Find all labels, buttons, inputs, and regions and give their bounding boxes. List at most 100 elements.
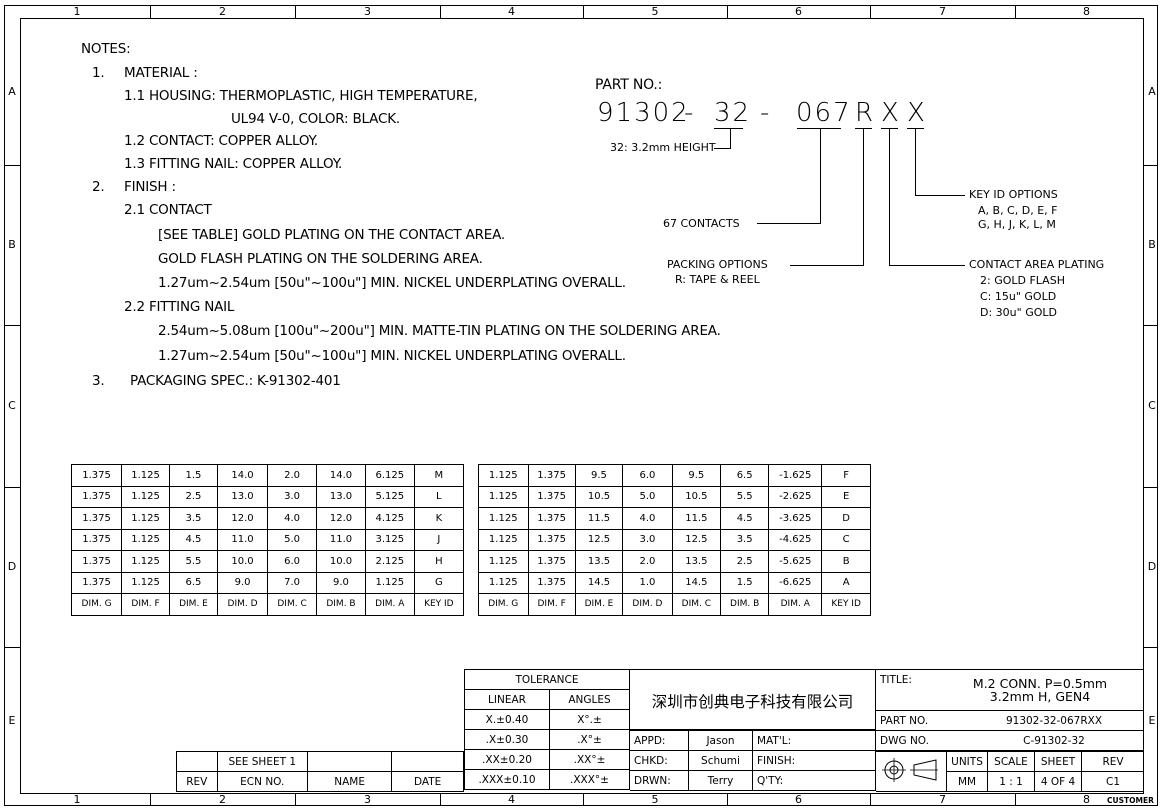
table-cell: 10.5: [574, 485, 624, 508]
table-cell: 12.5: [574, 528, 624, 551]
table-cell: 1.375: [527, 571, 576, 594]
table-cell: 3.5: [168, 507, 219, 530]
table-cell: 5.5: [168, 550, 219, 573]
table-cell: 10.5: [671, 485, 722, 508]
table-cell: 1.125: [478, 550, 529, 573]
third-angle-projection-icon: [882, 758, 938, 782]
chkd-label: CHKD:: [630, 750, 689, 771]
notes-heading: NOTES:: [81, 41, 131, 57]
table-cell: 12.5: [671, 528, 722, 551]
key-options-1: A, B, C, D, E, F: [978, 204, 1058, 217]
table-cell: 1.375: [70, 550, 123, 573]
table-cell: 1.375: [70, 507, 123, 530]
tolerance-label: TOLERANCE: [464, 669, 630, 690]
title-line-1: M.2 CONN. P=0.5mm: [972, 676, 1108, 691]
note-2-1: 2.1 CONTACT: [124, 202, 212, 218]
zone-tick: [1015, 5, 1016, 18]
note-1-3: 1.3 FITTING NAIL: COPPER ALLOY.: [124, 156, 343, 172]
zone-column-4-top: 4: [508, 5, 515, 18]
name-col: NAME: [306, 771, 393, 792]
zone-tick: [1144, 647, 1158, 648]
zone-column-1-bottom: 1: [73, 793, 81, 806]
matl-label: MAT'L:: [752, 730, 876, 751]
note-2-2: 2.2 FITTING NAIL: [124, 299, 235, 315]
zone-column-4-bottom: 4: [508, 793, 515, 806]
underline-contacts: [797, 128, 841, 130]
zone-tick: [1144, 325, 1158, 326]
table-cell: 9.0: [216, 571, 269, 594]
note-1-1: 1.1 HOUSING: THERMOPLASTIC, HIGH TEMPERA…: [124, 88, 478, 104]
underline-plating: [881, 128, 898, 130]
table-cell: 2.125: [364, 550, 415, 573]
table-cell: J: [413, 528, 465, 551]
table-cell: 13.5: [671, 550, 722, 573]
contacts-desc: 67 CONTACTS: [663, 217, 740, 230]
zone-tick: [295, 5, 296, 18]
zone-tick: [295, 794, 296, 806]
zone-column-8-top: 8: [1083, 5, 1090, 18]
zone-column-5-bottom: 5: [651, 793, 659, 806]
table-cell: -5.625: [768, 550, 823, 573]
leader-plating: [889, 129, 890, 265]
zone-row-B-right: B: [1148, 238, 1156, 251]
table-header-cell: DIM. A: [768, 593, 823, 616]
zone-column-7-top: 7: [939, 5, 946, 18]
zone-tick: [440, 794, 441, 806]
table-cell: 11.0: [316, 528, 366, 551]
table-cell: 9.5: [574, 464, 624, 487]
note-3: PACKAGING SPEC.: K-91302-401: [130, 373, 341, 389]
units-value: MM: [946, 771, 988, 792]
table-cell: H: [413, 550, 465, 573]
leader-contacts-h: [757, 223, 821, 224]
underline-packing: [855, 128, 872, 130]
table-cell: 5.125: [364, 485, 415, 508]
finish-label: FINISH:: [752, 750, 876, 771]
zone-tick: [583, 794, 584, 806]
outer-frame: [4, 5, 1158, 806]
table-cell: 1.375: [527, 550, 576, 573]
table-cell: 1.375: [527, 528, 576, 551]
table-cell: 14.0: [216, 464, 269, 487]
underline-height: [714, 128, 743, 130]
table-header-cell: DIM. B: [720, 593, 770, 616]
title-line-2: 3.2mm H, GEN4: [989, 689, 1091, 704]
zone-row-E-left: E: [8, 713, 16, 727]
company-box: 深圳市创典电子科技有限公司: [630, 669, 876, 730]
table-header-cell: DIM. D: [216, 593, 269, 616]
pn-key: X: [907, 98, 927, 128]
table-cell: 1.125: [364, 571, 415, 594]
leader-key-h: [915, 195, 965, 196]
zone-column-6-top: 6: [795, 5, 802, 18]
zone-column-1-top: 1: [73, 5, 81, 18]
table-cell: 1.125: [121, 485, 170, 508]
plating-option-1: 2: GOLD FLASH: [980, 274, 1065, 287]
tol-angle-0: X°.±: [549, 709, 630, 730]
table-cell: 9.0: [316, 571, 366, 594]
table-cell: 6.5: [168, 571, 219, 594]
pn-dash-1: -: [684, 98, 696, 128]
zone-row-D-left: D: [7, 560, 17, 573]
approval-block: APPD: Jason MAT'L: CHKD: Schumi FINISH: …: [630, 730, 876, 791]
chkd-value: Schumi: [688, 750, 753, 771]
table-cell: 1.125: [478, 528, 529, 551]
table-cell: 5.0: [622, 485, 673, 508]
table-cell: 1.125: [121, 528, 170, 551]
zone-column-2-bottom: 2: [219, 793, 226, 806]
table-cell: 3.125: [364, 528, 415, 551]
tol-linear-3: .XXX±0.10: [464, 769, 550, 790]
table-cell: 13.0: [216, 485, 269, 508]
partno-label: PART NO.: [876, 710, 964, 731]
zone-row-C-right: C: [1148, 399, 1156, 412]
leader-key: [915, 129, 916, 195]
table-cell: 10.0: [316, 550, 366, 573]
table-cell: 2.5: [720, 550, 770, 573]
company-name: 深圳市创典电子科技有限公司: [651, 693, 854, 711]
table-cell: -1.625: [768, 464, 823, 487]
table-header-cell: DIM. D: [622, 593, 673, 616]
zone-tick: [727, 794, 728, 806]
zone-row-A-right: A: [1148, 84, 1156, 98]
